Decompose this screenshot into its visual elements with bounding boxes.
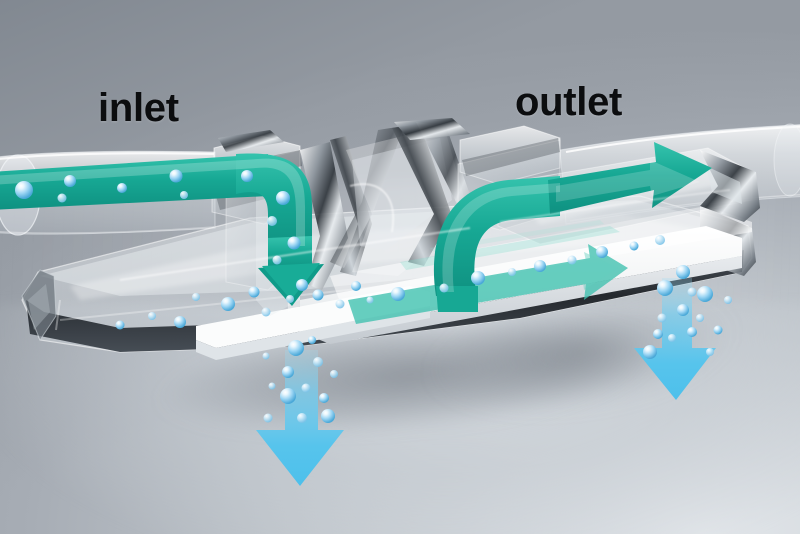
background-floor-light — [0, 304, 800, 534]
particle-group-permeate-left — [262, 336, 338, 423]
inlet-tube — [0, 150, 216, 236]
outlet-tube — [559, 123, 800, 225]
particle-group-inlet-downturn — [267, 191, 308, 291]
device-drop-shadow-right — [392, 300, 800, 430]
permeate-arrow-right — [634, 278, 716, 400]
upper-glass-frame — [211, 118, 760, 316]
particle-group-inlet-tube — [15, 169, 253, 203]
outlet-label: outlet — [515, 80, 623, 124]
inlet-label: inlet — [98, 86, 179, 130]
particle-group-permeate-right — [643, 265, 732, 359]
particle-group-lower-chamber — [115, 281, 374, 330]
particle-group-crossflow — [391, 235, 665, 301]
permeate-arrow-left — [256, 350, 344, 486]
cross-flow-arrow — [348, 220, 628, 324]
glass-specular-highlights — [55, 183, 731, 331]
background-sheen — [0, 181, 800, 310]
device-drop-shadow — [86, 301, 754, 459]
lower-glass-frame — [21, 195, 756, 353]
feed-inlet-flow-arrow — [0, 153, 324, 306]
feed-outlet-flow-arrow — [433, 142, 712, 312]
membrane — [196, 206, 752, 360]
